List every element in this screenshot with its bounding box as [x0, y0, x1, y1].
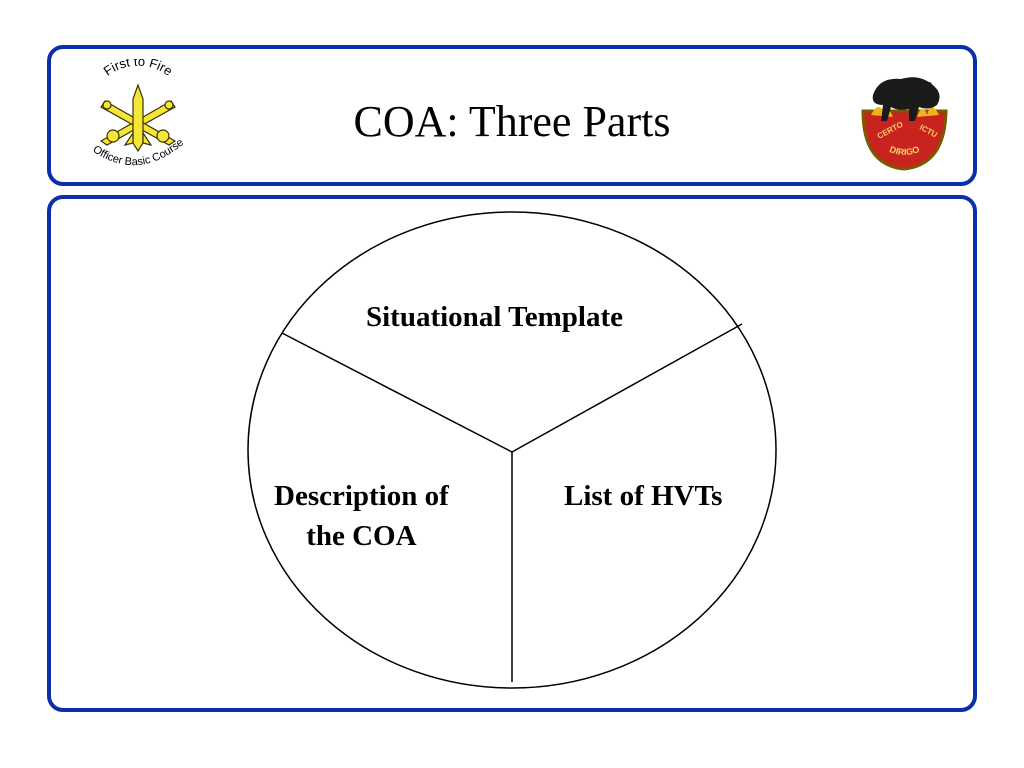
segment-label-description-line1: Description of: [274, 480, 449, 512]
svg-text:DIRIGO: DIRIGO: [888, 144, 921, 157]
header-panel: First to Fire Officer Basic Course COA: …: [47, 45, 977, 186]
divider-line-right: [511, 323, 743, 453]
bear-crest-insignia-icon: DIRIGO CERTO ICTU: [857, 65, 952, 171]
segment-label-description: Description of the COA: [274, 476, 449, 556]
divider-line-left: [281, 332, 513, 453]
diagram-circle: [247, 211, 777, 689]
segment-label-list-of-hvts: List of HVTs: [564, 480, 723, 512]
crest-motto-bottom: DIRIGO: [888, 144, 921, 157]
segment-label-situational-template: Situational Template: [366, 301, 624, 333]
page-title: COA: Three Parts: [353, 97, 671, 146]
segment-label-description-line2: the COA: [306, 520, 417, 552]
